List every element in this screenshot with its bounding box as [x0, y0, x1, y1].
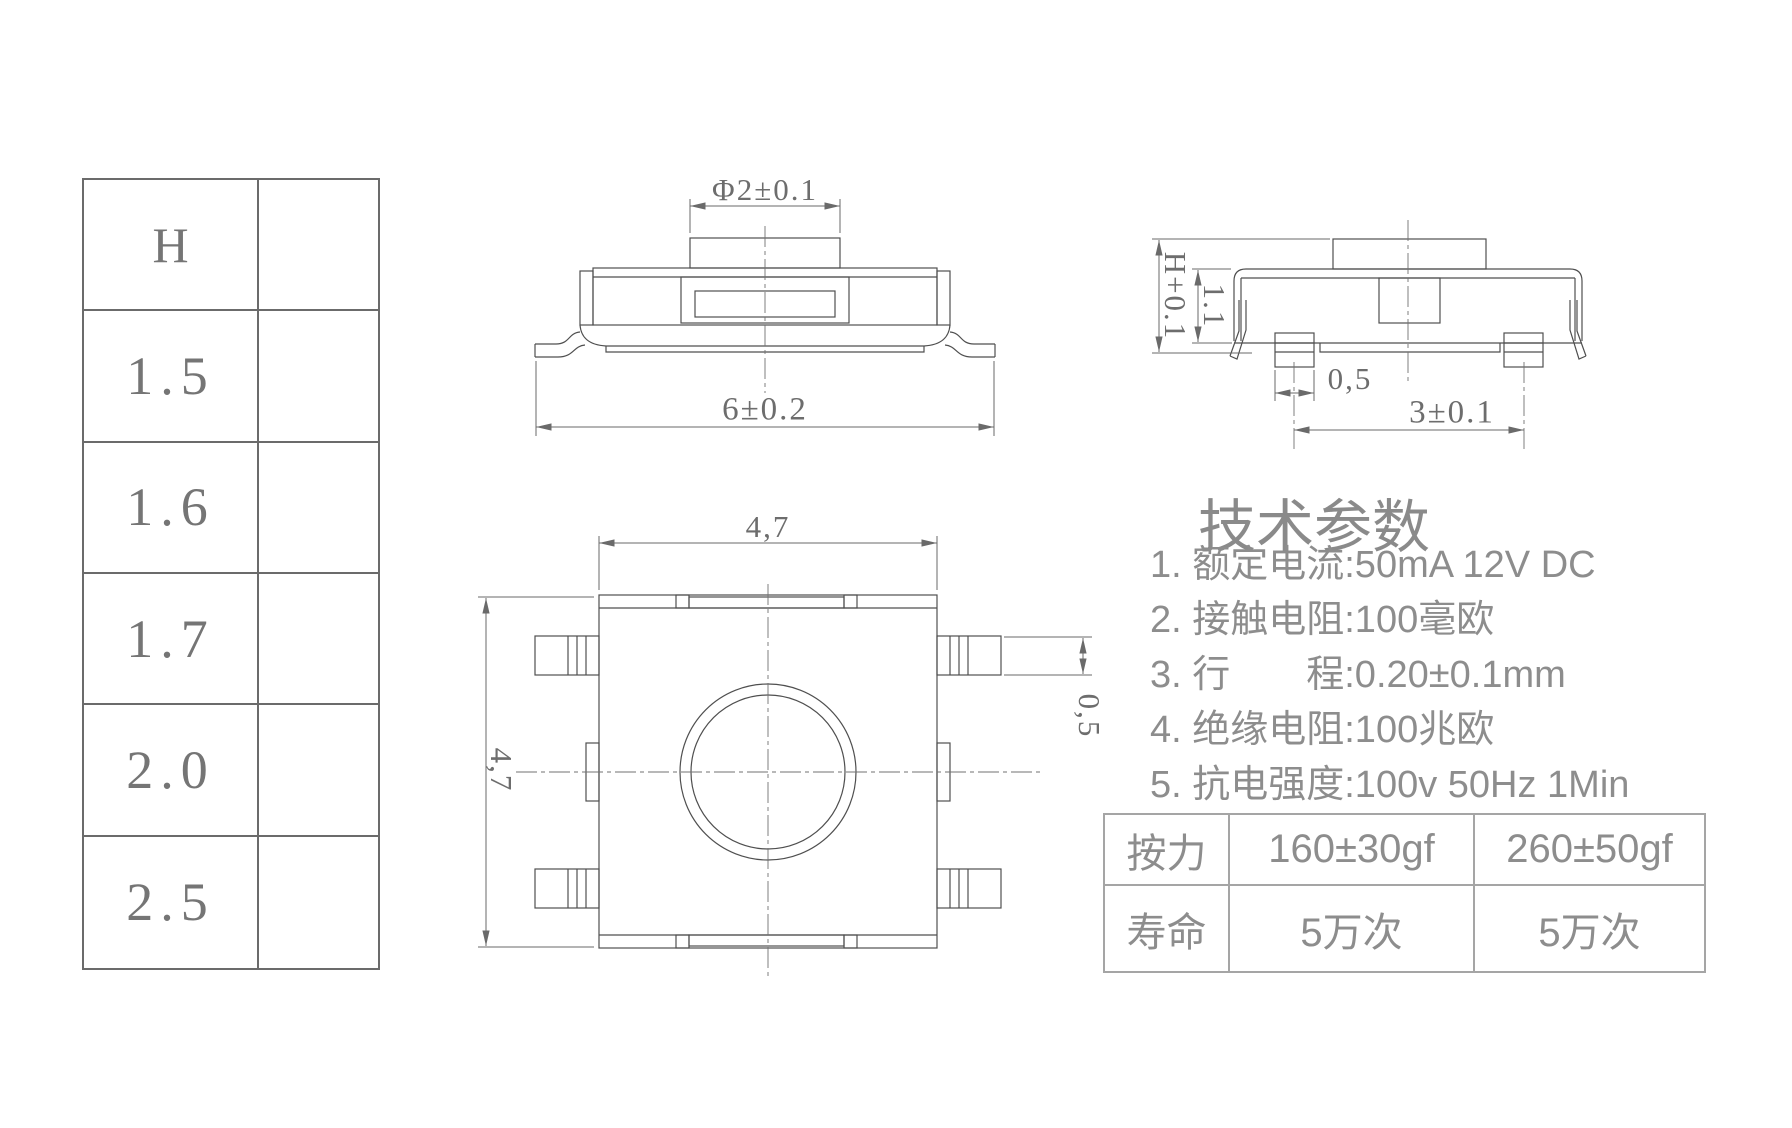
- height-table-header-empty: [259, 180, 378, 312]
- force-lifetime-table: 按力 160±30gf 260±50gf 寿命 5万次 5万次: [1103, 813, 1706, 973]
- height-option: 1.5: [84, 311, 259, 443]
- height-option: 2.0: [84, 705, 259, 837]
- height-option-empty: [259, 837, 378, 968]
- tech-param-dielectric-strength: 5. 抗电强度:100v 50Hz 1Min: [1150, 764, 1630, 806]
- height-option: 2.5: [84, 836, 259, 968]
- top-lead-thickness-label: 0,5: [1072, 693, 1107, 739]
- height-option-empty: [259, 443, 378, 574]
- front-view: [534, 199, 996, 436]
- tech-param-travel: 3. 行 程:0.20±0.1mm: [1150, 654, 1566, 696]
- side-lead-width-label: 0,5: [1327, 361, 1373, 396]
- force-value-2: 260±50gf: [1475, 815, 1704, 886]
- tech-param-contact-resistance: 2. 接触电阻:100毫欧: [1150, 599, 1495, 641]
- height-option-empty: [259, 311, 378, 443]
- height-option-empty: [259, 705, 378, 837]
- height-option: 1.7: [84, 573, 259, 706]
- side-total-height-label: H+0.1: [1158, 251, 1193, 341]
- tech-params-title: 技术参数: [1197, 495, 1430, 560]
- height-option-empty: [259, 574, 378, 706]
- front-body-width-label: 6±0.2: [722, 391, 808, 428]
- height-table-header: H: [84, 180, 259, 312]
- lifetime-row-label: 寿命: [1105, 886, 1230, 971]
- tech-param-insulation-resistance: 4. 绝缘电阻:100兆欧: [1150, 709, 1495, 751]
- force-row-label: 按力: [1105, 815, 1230, 886]
- top-width-label: 4,7: [745, 509, 791, 544]
- tech-param-rated-current: 1. 额定电流:50mA 12V DC: [1150, 544, 1596, 586]
- lifetime-value-1: 5万次: [1230, 886, 1475, 971]
- height-option: 1.6: [84, 442, 259, 574]
- side-view: [1152, 220, 1587, 450]
- tech-params-list: 1. 额定电流:50mA 12V DC 2. 接触电阻:100毫欧 3. 行 程…: [1150, 538, 1629, 813]
- force-value-1: 160±30gf: [1230, 815, 1475, 886]
- front-knob-diameter-label: Φ2±0.1: [712, 172, 818, 207]
- side-body-height-label: 1.1: [1197, 283, 1232, 329]
- top-depth-label: 4,7: [484, 747, 519, 793]
- side-lead-pitch-label: 3±0.1: [1409, 394, 1495, 431]
- lifetime-value-2: 5万次: [1538, 910, 1641, 955]
- height-options-table: H 1.5 1.6 1.7 2.0 2.5: [82, 178, 380, 970]
- top-view: [478, 536, 1092, 976]
